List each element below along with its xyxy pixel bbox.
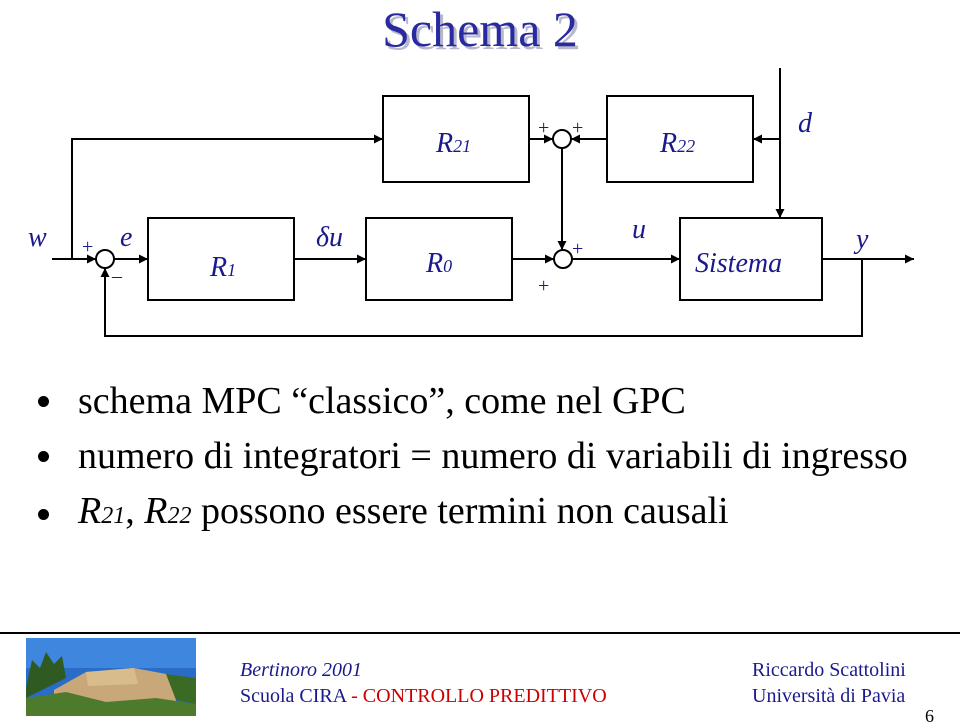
bullet-dot — [38, 396, 49, 407]
bullet-list: schema MPC “classico”, come nel GPC nume… — [30, 372, 950, 545]
block-r0 — [365, 217, 513, 301]
feedback-line — [100, 259, 863, 337]
block-sistema-label: Sistema — [695, 248, 782, 279]
signal-e-label: e — [120, 222, 132, 253]
bullet-text-noncausal: R21, R22 possono essere termini non caus… — [78, 490, 729, 532]
sign-input-minus: – — [111, 265, 123, 287]
block-r1-label: R1 — [209, 252, 236, 283]
sign-input-plus: + — [82, 236, 93, 258]
block-diagram: R21 R22 R1 R0 Sistema w e δu u y d + + +… — [28, 68, 914, 337]
signal-d-label: d — [798, 108, 813, 139]
signal-u-label: u — [632, 214, 646, 245]
feedforward-line — [71, 134, 383, 259]
page-number: 6 — [925, 706, 934, 726]
signal-w-label: w — [28, 222, 47, 253]
signal-du-label: δu — [316, 222, 343, 253]
block-r1 — [147, 217, 295, 301]
sign-top-right: + — [572, 117, 583, 139]
footer-event: Bertinoro 2001 — [240, 659, 363, 681]
footer-course: Scuola CIRA - CONTROLLO PREDITTIVO — [240, 685, 607, 707]
bullet-text-mpc: schema MPC “classico”, come nel GPC — [78, 380, 686, 422]
slide-title: Schema 2 — [382, 1, 578, 57]
block-sistema — [679, 217, 823, 301]
sign-bottom-right: + — [572, 238, 583, 260]
footer-author: Riccardo Scattolini — [752, 659, 906, 681]
bullet-text-integrators: numero di integratori = numero di variab… — [78, 435, 908, 477]
summing-junction-bottom — [553, 249, 573, 269]
block-r22 — [606, 95, 754, 183]
block-r21-label: R21 — [435, 128, 471, 159]
bullet-item: numero di integratori = numero di variab… — [30, 430, 950, 482]
sign-bottom-below: + — [538, 275, 549, 297]
footer-university: Università di Pavia — [752, 685, 906, 707]
footer-photo — [26, 638, 196, 716]
bullet-dot — [38, 509, 49, 520]
summing-junction-top — [552, 129, 572, 149]
sign-top-left: + — [538, 117, 549, 139]
block-r21 — [382, 95, 530, 183]
footer-divider — [0, 632, 960, 634]
bullet-item: schema MPC “classico”, come nel GPC — [30, 372, 950, 430]
bullet-dot — [38, 451, 49, 462]
signal-y-label: y — [853, 224, 869, 255]
block-r0-label: R0 — [425, 248, 452, 279]
block-r22-label: R22 — [659, 128, 695, 159]
bullet-item: R21, R22 possono essere termini non caus… — [30, 482, 950, 545]
